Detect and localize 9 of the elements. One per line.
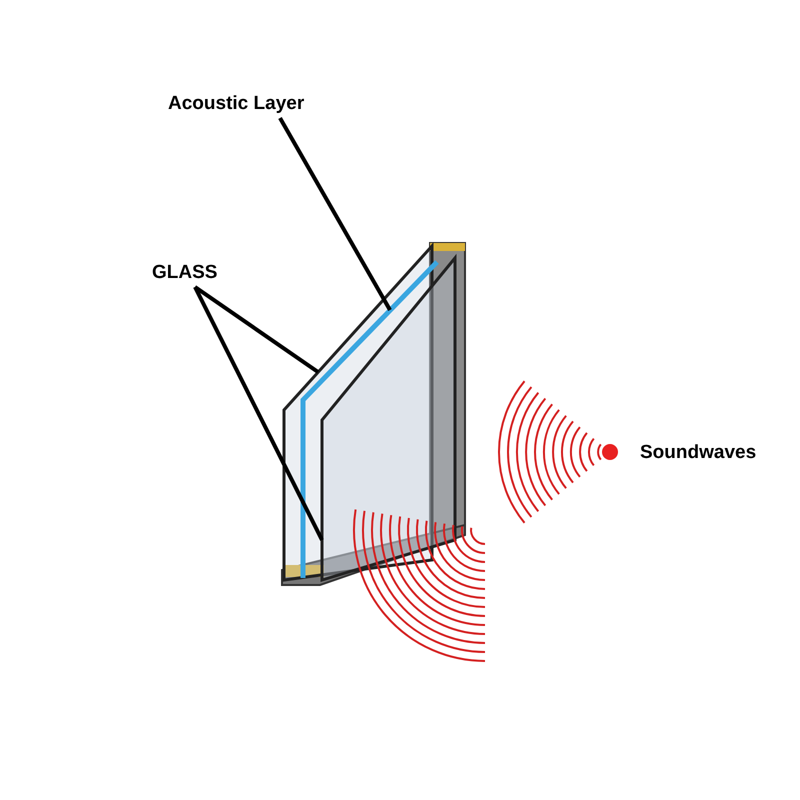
glass-pane (282, 242, 434, 582)
part-label: Acoustic Layer (168, 93, 304, 115)
part-label: Soundwaves (640, 442, 756, 464)
glass-pane (320, 254, 456, 582)
acoustic-layer (300, 260, 439, 578)
leader-line (193, 286, 324, 541)
part-label: GLASS (152, 262, 218, 284)
leader-line (278, 117, 392, 311)
leader-line (194, 285, 320, 374)
